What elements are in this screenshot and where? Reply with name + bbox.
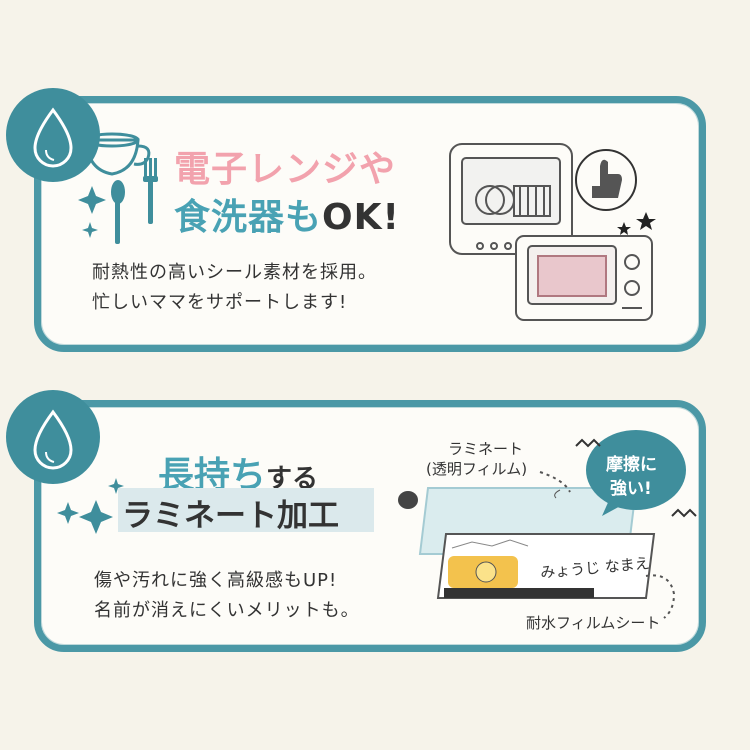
spoon-icon: [111, 180, 125, 244]
bubble-text-line2: 強い!: [610, 479, 652, 499]
section1-title-main: 食洗器も: [174, 197, 323, 238]
sheet-label: 耐水フィルムシート: [526, 614, 661, 632]
feature-card-heat: [34, 96, 706, 352]
title-highlight: [118, 488, 374, 532]
water-drop-badge: [6, 88, 100, 182]
star-icon: [617, 212, 656, 235]
laminate-film-diagram: [418, 487, 656, 599]
water-drop-badge: [6, 390, 100, 484]
dishwasher-illustration: [449, 143, 573, 255]
bubble-text-line1: 摩擦に: [606, 455, 657, 475]
section1-title-ok: OK!: [322, 197, 400, 238]
section2-body-line1: 傷や汚れに強く高級感もUP!: [94, 570, 338, 591]
speech-bubble: [586, 430, 686, 516]
section1-title-line1: 電子レンジや: [174, 149, 397, 190]
section1-body-line1: 耐熱性の高いシール素材を採用。: [92, 262, 377, 283]
microwave-illustration: [515, 235, 653, 321]
section1-title-line2: 食洗器もOK!: [174, 188, 400, 240]
section1-body-line2: 忙しいママをサポートします!: [92, 292, 348, 313]
film-label: (透明フィルム): [426, 460, 528, 478]
thumbs-up-icon: [575, 149, 637, 211]
acorn-icon: [398, 491, 418, 509]
dotted-arrow: [539, 471, 676, 619]
section2-title-line2: ラミネート加工: [122, 498, 339, 534]
water-drop-icon: [33, 409, 73, 470]
section2-body-line2: 名前が消えにくいメリットも。: [94, 600, 360, 621]
sparkle-icon: [57, 478, 124, 534]
laminate-label: ラミネート: [448, 440, 524, 458]
sparkle-icon: [78, 186, 106, 238]
fork-icon: [143, 158, 158, 224]
water-drop-icon: [33, 107, 73, 168]
friction-marks: [575, 438, 697, 518]
